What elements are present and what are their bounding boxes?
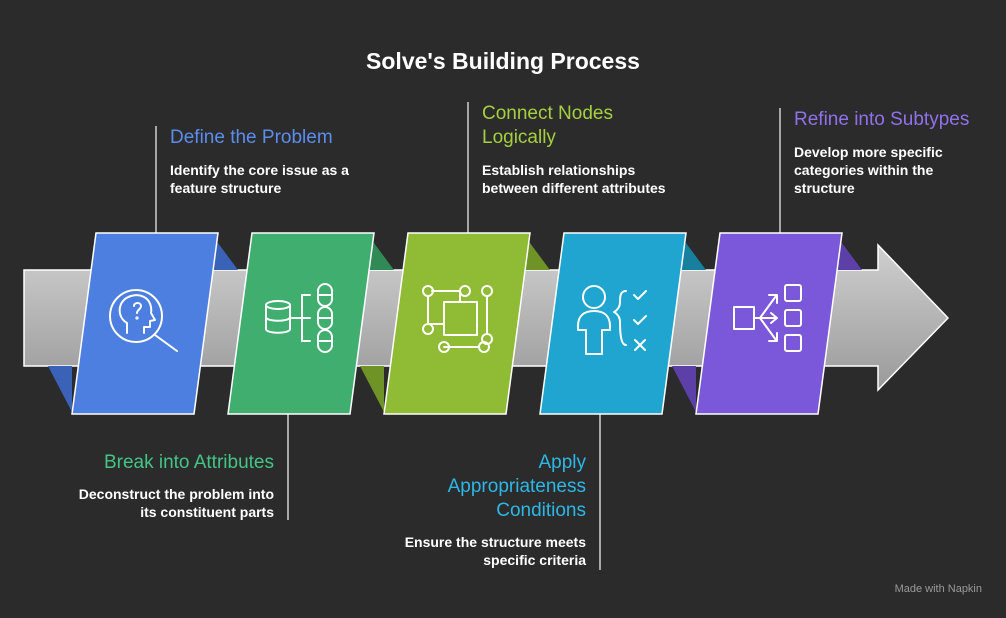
step-panel-2 bbox=[227, 232, 394, 415]
step-2-title: Break into Attributes bbox=[103, 452, 274, 473]
step-4-description: Ensure the structure meets specific crit… bbox=[404, 534, 586, 568]
step-2-description: Deconstruct the problem into its constit… bbox=[78, 486, 274, 520]
made-with-credit: Made with Napkin bbox=[894, 583, 982, 595]
step-5-description: Develop more specific categories within … bbox=[794, 144, 943, 196]
step-1-title: Define the Problem bbox=[170, 127, 333, 148]
head-magnifier-icon bbox=[109, 289, 178, 352]
step-panel-3 bbox=[360, 232, 550, 415]
step-4-title: Apply Appropriateness Conditions bbox=[447, 452, 586, 521]
step-panel-4 bbox=[539, 232, 706, 415]
step-5-title: Refine into Subtypes bbox=[794, 109, 970, 130]
step-3-title: Connect Nodes Logically bbox=[482, 103, 613, 148]
node-square-icon bbox=[422, 285, 493, 353]
step-3-description: Establish relationships between differen… bbox=[482, 162, 666, 196]
step-1-description: Identify the core issue as a feature str… bbox=[170, 162, 349, 196]
split-boxes-icon bbox=[733, 284, 802, 352]
person-checklist-icon bbox=[577, 285, 647, 355]
database-branch-icon bbox=[265, 283, 333, 353]
step-panel-1 bbox=[48, 232, 238, 415]
step-panel-5 bbox=[672, 232, 862, 415]
page-title: Solve's Building Process bbox=[366, 48, 640, 74]
